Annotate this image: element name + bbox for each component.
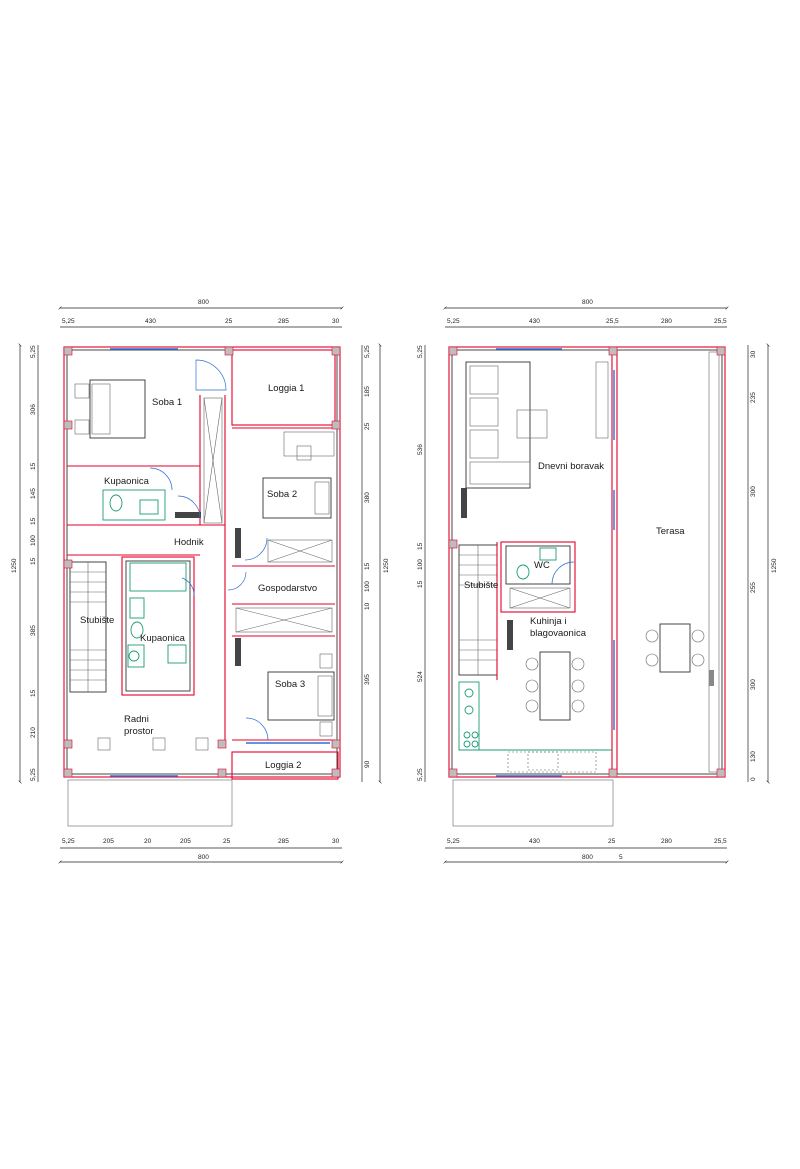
room-label-stubiste: Stubište <box>464 580 498 591</box>
room-label-kupaonica: Kupaonica <box>104 476 150 487</box>
dim-right-seg: 10 <box>364 602 371 610</box>
dim-right-total: 1250 <box>383 558 390 573</box>
dim-right-seg: 235 <box>750 392 757 403</box>
dim-left-seg: 100 <box>30 535 37 546</box>
dim-right-seg: 300 <box>750 679 757 690</box>
dim-right-seg: 15 <box>364 562 371 570</box>
room-label-kuhinja: Kuhinja i <box>530 616 566 627</box>
room-label-dnevni-boravak: Dnevni boravak <box>538 461 604 472</box>
room-label-radni: Radni <box>124 714 149 725</box>
dim-top-seg: 25,5 <box>714 318 727 325</box>
dim-left-seg: 15 <box>30 557 37 565</box>
dim-left-seg: 100 <box>417 559 424 570</box>
dim-right-seg: 5,25 <box>364 345 371 358</box>
dim-top-seg: 430 <box>145 318 156 325</box>
room-label-hodnik: Hodnik <box>174 537 204 548</box>
room-label-kupaonica-2: Kupaonica <box>140 633 186 644</box>
dim-bottom-extra: 5 <box>619 854 623 861</box>
dim-bottom-seg: 5,25 <box>62 838 75 845</box>
dim-top-seg: 5,25 <box>447 318 460 325</box>
dim-bottom-seg: 25 <box>223 838 231 845</box>
dim-right-seg: 300 <box>750 486 757 497</box>
dim-right-seg: 395 <box>364 674 371 685</box>
room-label-prostor: prostor <box>124 726 154 737</box>
room-label-loggia-2: Loggia 2 <box>265 760 301 771</box>
dim-right-seg: 380 <box>364 492 371 503</box>
dim-top-seg: 25,5 <box>606 318 619 325</box>
dim-bottom-seg: 30 <box>332 838 340 845</box>
room-label-soba-2: Soba 2 <box>267 489 297 500</box>
dim-bottom-seg: 25,5 <box>714 838 727 845</box>
dim-top-total: 800 <box>582 299 593 306</box>
dim-bottom-seg: 280 <box>661 838 672 845</box>
outer-wall <box>448 346 726 778</box>
room-label-blagovaonica: blagovaonica <box>530 628 587 639</box>
dim-left-seg: 15 <box>30 517 37 525</box>
dim-left-seg: 15 <box>417 580 424 588</box>
dim-right-seg: 130 <box>750 751 757 762</box>
dim-top-seg: 30 <box>332 318 340 325</box>
dim-right-seg: 100 <box>364 581 371 592</box>
dim-left-total: 1250 <box>11 558 18 573</box>
dim-left-seg: 306 <box>30 404 37 415</box>
dim-bottom-seg: 25 <box>608 838 616 845</box>
room-label-wc: WC <box>534 560 550 571</box>
dim-right-seg: 25 <box>364 422 371 430</box>
dimension-lines <box>18 306 382 864</box>
dim-right-seg: 90 <box>364 760 371 768</box>
dim-left-seg: 15 <box>417 542 424 550</box>
dim-left-seg: 536 <box>417 444 424 455</box>
room-label-terasa: Terasa <box>656 526 685 537</box>
dim-right-total: 1250 <box>771 558 778 573</box>
dim-left-seg: 5,25 <box>30 768 37 781</box>
dim-top-seg: 430 <box>529 318 540 325</box>
dim-bottom-seg: 285 <box>278 838 289 845</box>
dim-top-seg: 5,25 <box>62 318 75 325</box>
dim-left-seg: 15 <box>30 689 37 697</box>
dim-right-seg: 255 <box>750 582 757 593</box>
upper-floor-plan: Dnevni boravak Terasa WC Stubište Kuhinj… <box>417 299 778 864</box>
dim-left-seg: 5,25 <box>417 768 424 781</box>
room-label-stubiste: Stubište <box>80 615 114 626</box>
dim-top-seg: 280 <box>661 318 672 325</box>
dim-bottom-total: 800 <box>582 854 593 861</box>
dim-bottom-seg: 205 <box>180 838 191 845</box>
dim-left-seg: 385 <box>30 625 37 636</box>
room-label-loggia-1: Loggia 1 <box>268 383 304 394</box>
dim-top-seg: 285 <box>278 318 289 325</box>
dim-top-seg: 25 <box>225 318 233 325</box>
dim-bottom-total: 800 <box>198 854 209 861</box>
dim-right-seg: 185 <box>364 386 371 397</box>
dim-right-seg: 0 <box>750 777 757 781</box>
room-label-soba-1: Soba 1 <box>152 397 182 408</box>
room-label-soba-3: Soba 3 <box>275 679 305 690</box>
dim-top-total: 800 <box>198 299 209 306</box>
dim-bottom-seg: 20 <box>144 838 152 845</box>
dim-bottom-seg: 5,25 <box>447 838 460 845</box>
dim-bottom-seg: 205 <box>103 838 114 845</box>
dimension-lines <box>424 306 770 864</box>
dim-left-seg: 5,25 <box>30 345 37 358</box>
dim-left-seg: 524 <box>417 671 424 682</box>
dim-left-seg: 210 <box>30 727 37 738</box>
loggia-1-area <box>231 349 336 426</box>
ground-floor-plan: Soba 1 Loggia 1 Kupaonica Soba 2 Hodnik … <box>11 299 390 864</box>
dim-left-seg: 5,25 <box>417 345 424 358</box>
dim-left-seg: 145 <box>30 488 37 499</box>
dim-bottom-seg: 430 <box>529 838 540 845</box>
room-label-gospodarstvo: Gospodarstvo <box>258 583 317 594</box>
dim-right-seg: 30 <box>750 350 757 358</box>
dim-left-seg: 15 <box>30 462 37 470</box>
